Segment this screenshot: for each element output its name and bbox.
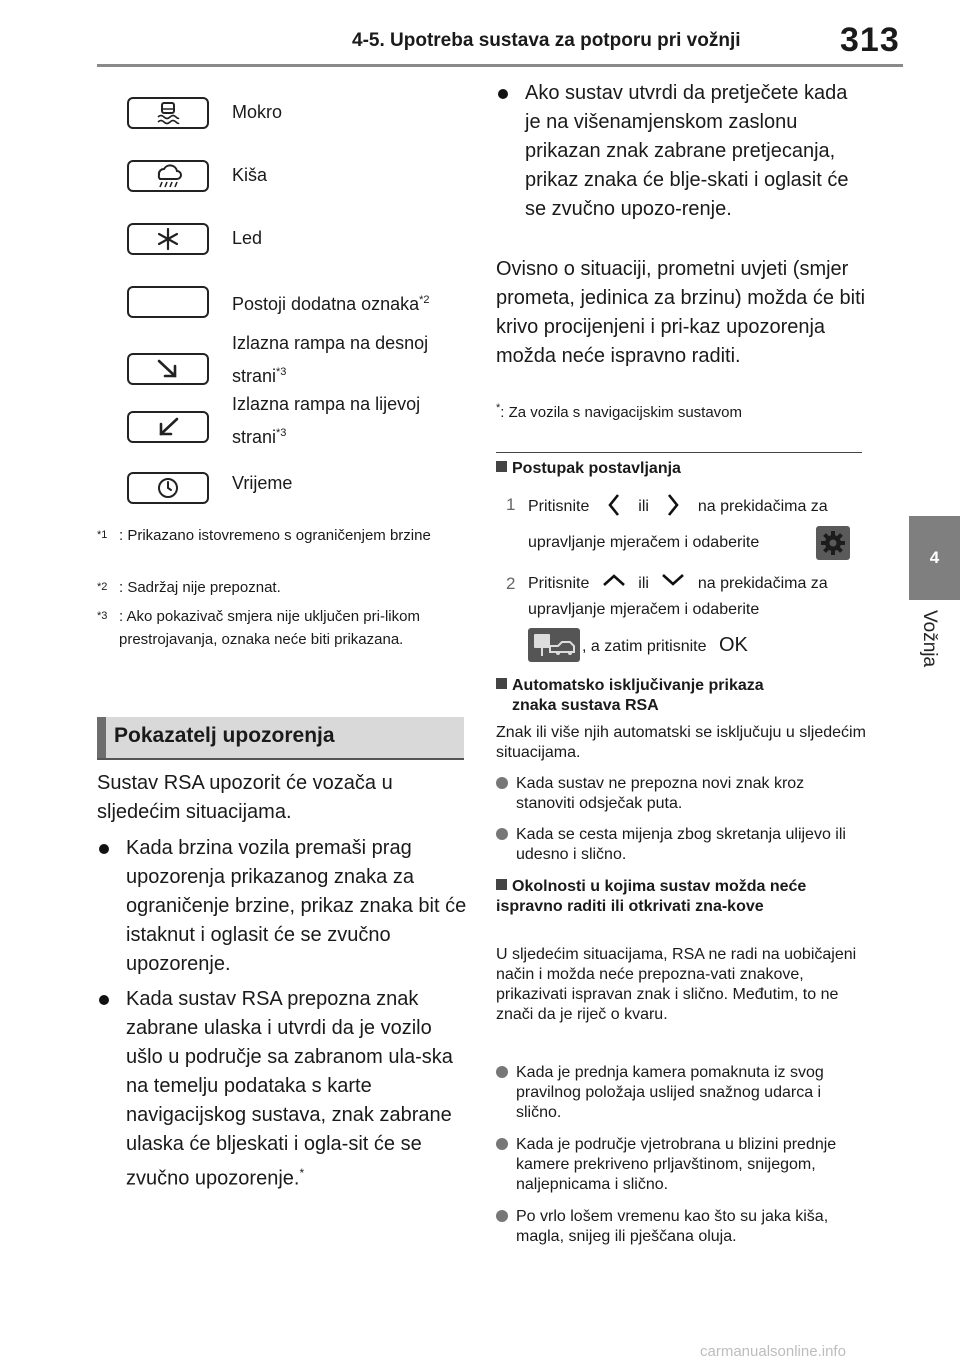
step-2-number: 2 (506, 574, 516, 593)
auto-off-item-2: Kada se cesta mijenja zbog skretanja uli… (496, 825, 866, 865)
bullet-dot (498, 89, 508, 99)
page-number: 313 (840, 21, 900, 59)
bullet-dot (496, 1210, 508, 1222)
bullet-dot (496, 777, 508, 789)
watermark: carmanualsonline.info (700, 1343, 846, 1360)
chevron-right-icon[interactable] (653, 493, 693, 519)
chevron-down-icon[interactable] (653, 572, 693, 596)
sign-label-wet: Mokro (232, 102, 283, 122)
sign-row-time: Vrijeme (115, 467, 465, 511)
conditions-item-1: Kada je prednja kamera pomaknuta iz svog… (496, 1063, 866, 1123)
bullet-dot (496, 828, 508, 840)
sign-row-ice: Led (115, 218, 465, 262)
header-title: 4-5. Upotreba sustava za potporu pri vož… (352, 30, 741, 51)
setup-heading: Postupak postavljanja (496, 459, 866, 479)
bullet-dot (496, 1066, 508, 1078)
step-1-number: 1 (506, 495, 516, 514)
chapter-tab[interactable]: 4 (909, 516, 960, 600)
conditions-item-2: Kada je područje vjetrobrana u blizini p… (496, 1135, 866, 1195)
arrow-down-left-icon (127, 411, 209, 443)
section-intro: Sustav RSA upozorit će vozača u sljedeći… (97, 772, 393, 823)
section-title: Pokazatelj upozorenja (114, 724, 335, 747)
chevron-up-icon[interactable] (594, 572, 634, 596)
bullet-no-entry: Kada sustav RSA prepozna znak zabrane ul… (99, 985, 467, 1194)
sign-row-wet: Mokro (115, 92, 465, 136)
chevron-left-icon[interactable] (594, 493, 634, 519)
sign-row-additional: Postoji dodatna oznaka*2 (115, 280, 465, 324)
rain-cloud-icon (127, 160, 209, 192)
sign-label-time: Vrijeme (232, 473, 293, 493)
conditions-text: U sljedećim situacijama, RSA ne radi na … (496, 946, 857, 1023)
conditions-heading: Okolnosti u kojima sustav možda neće isp… (496, 878, 807, 915)
chapter-label: Vožnja (919, 610, 940, 668)
bullet-overtaking: Ako sustav utvrdi da pretječete kada je … (498, 79, 868, 224)
snowflake-icon (127, 223, 209, 255)
sign-label-rain: Kiša (232, 165, 268, 185)
sign-label-ice: Led (232, 228, 263, 248)
ok-button[interactable]: OK (718, 634, 748, 656)
section-heading: Pokazatelj upozorenja (97, 717, 464, 758)
auto-off-text: Znak ili više njih automatski se isključ… (496, 724, 866, 761)
nav-footnote: *: Za vozila s navigacijskim sustavom (496, 402, 743, 421)
gear-icon[interactable] (816, 526, 850, 560)
conditions-item-3: Po vrlo lošem vremenu kao što su jaka ki… (496, 1207, 866, 1247)
sign-label-additional: Postoji dodatna oznaka*2 (232, 294, 430, 314)
bullet-dot (496, 1138, 508, 1150)
rsa-sign-icon[interactable] (528, 628, 580, 662)
wet-road-icon (127, 97, 209, 129)
blank-sign-icon (127, 286, 209, 318)
arrow-down-right-icon (127, 353, 209, 385)
clock-icon (127, 472, 209, 504)
footnote-1: *1: Prikazano istovremeno s ograničenjem… (97, 527, 431, 544)
divider (496, 452, 862, 453)
bullet-speed: Kada brzina vozila premaši prag upozoren… (99, 834, 467, 979)
footnote-3: *3: Ako pokazivač smjera nije uključen p… (97, 608, 420, 648)
sign-row-rain: Kiša (115, 155, 465, 199)
header-rule (97, 64, 903, 67)
section-rule (97, 758, 464, 760)
step-2-end: , a zatim pritisnite OK (582, 634, 748, 656)
step-1: Pritisnite ili na prekidačima za (528, 493, 868, 519)
chapter-label-wrapper: Vožnja (900, 610, 960, 700)
bullet-dot (99, 844, 109, 854)
bullet-dot (99, 995, 109, 1005)
footnote-2: *2: Sadržaj nije prepoznat. (97, 579, 281, 596)
step-2: Pritisnite ili na prekidačima za (528, 572, 868, 596)
step-1-cont: upravljanje mjeračem i odaberite (528, 534, 760, 551)
step-2-cont: upravljanje mjeračem i odaberite (528, 601, 760, 618)
auto-off-item-1: Kada sustav ne prepozna novi znak kroz s… (496, 774, 866, 814)
situation-paragraph: Ovisno o situaciji, prometni uvjeti (smj… (496, 258, 866, 367)
